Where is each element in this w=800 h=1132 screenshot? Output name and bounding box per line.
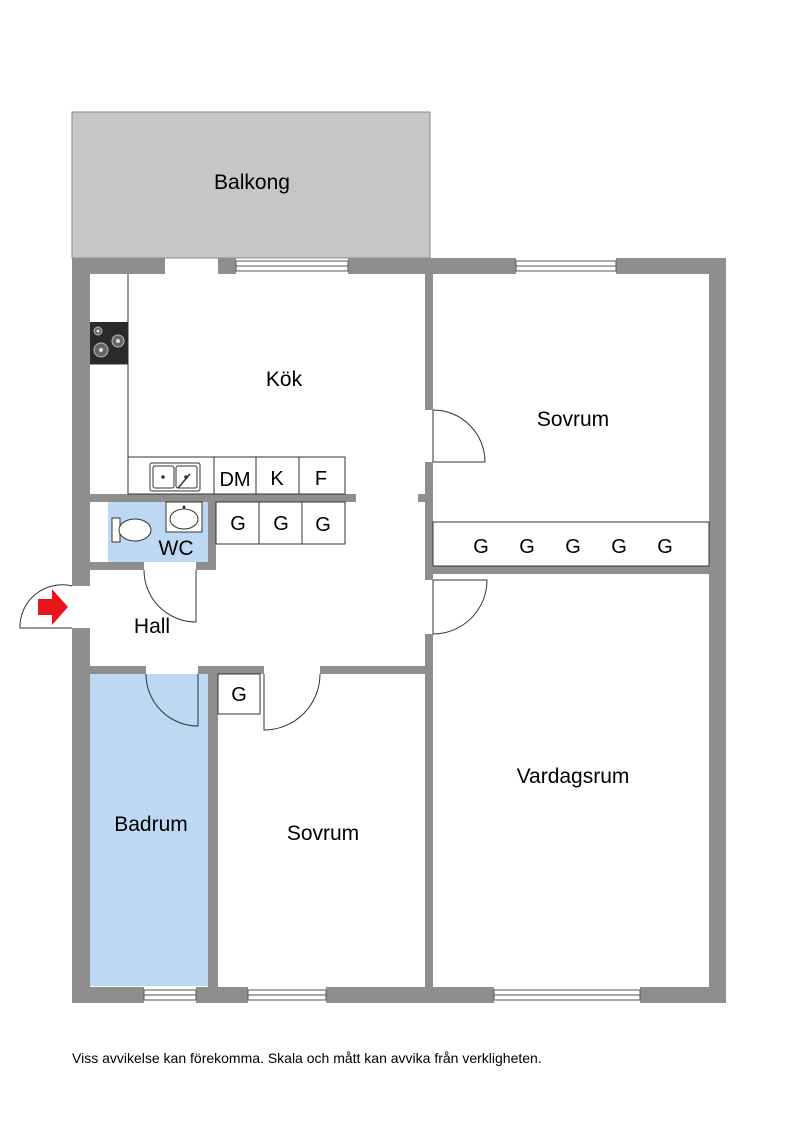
bathroom-floor: [90, 674, 208, 986]
kitchen-sink-icon: [149, 462, 201, 492]
toilet-icon: [111, 517, 152, 543]
wardrobe-label: G: [231, 684, 247, 706]
bathroom-label: Badrum: [114, 813, 188, 836]
hall-label: Hall: [134, 615, 170, 638]
interior-walls: [90, 274, 709, 987]
bedroom-2-label: Sovrum: [287, 822, 359, 845]
dishwasher-label: DM: [219, 469, 250, 491]
exterior-walls: [72, 258, 726, 1003]
wardrobe-label: G: [230, 513, 246, 535]
bedroom-1-wardrobe: [432, 521, 710, 567]
bedroom-2-wardrobe: [217, 673, 261, 715]
freezer-label: F: [315, 468, 327, 490]
doors: [19, 409, 488, 731]
wardrobe-label: G: [315, 514, 331, 536]
wardrobe-label: G: [565, 536, 581, 558]
kitchen-label: Kök: [266, 368, 303, 391]
windows: [143, 260, 641, 1001]
wardrobe-label: G: [273, 513, 289, 535]
disclaimer-text: Viss avvikelse kan förekomma. Skala och …: [72, 1050, 542, 1066]
wardrobe-label: G: [473, 536, 489, 558]
balcony-label: Balkong: [214, 171, 290, 194]
wc-label: WC: [159, 537, 194, 560]
fridge-label: K: [270, 468, 284, 490]
entrance-arrow-icon: [38, 589, 68, 625]
wardrobe-label: G: [657, 536, 673, 558]
bedroom-1-label: Sovrum: [537, 408, 609, 431]
balcony-area: [71, 111, 431, 259]
wardrobe-label: G: [519, 536, 535, 558]
wardrobe-label: G: [611, 536, 627, 558]
wash-basin-icon: [165, 501, 203, 533]
living-room-label: Vardagsrum: [517, 765, 630, 788]
stove-icon: [90, 322, 128, 364]
